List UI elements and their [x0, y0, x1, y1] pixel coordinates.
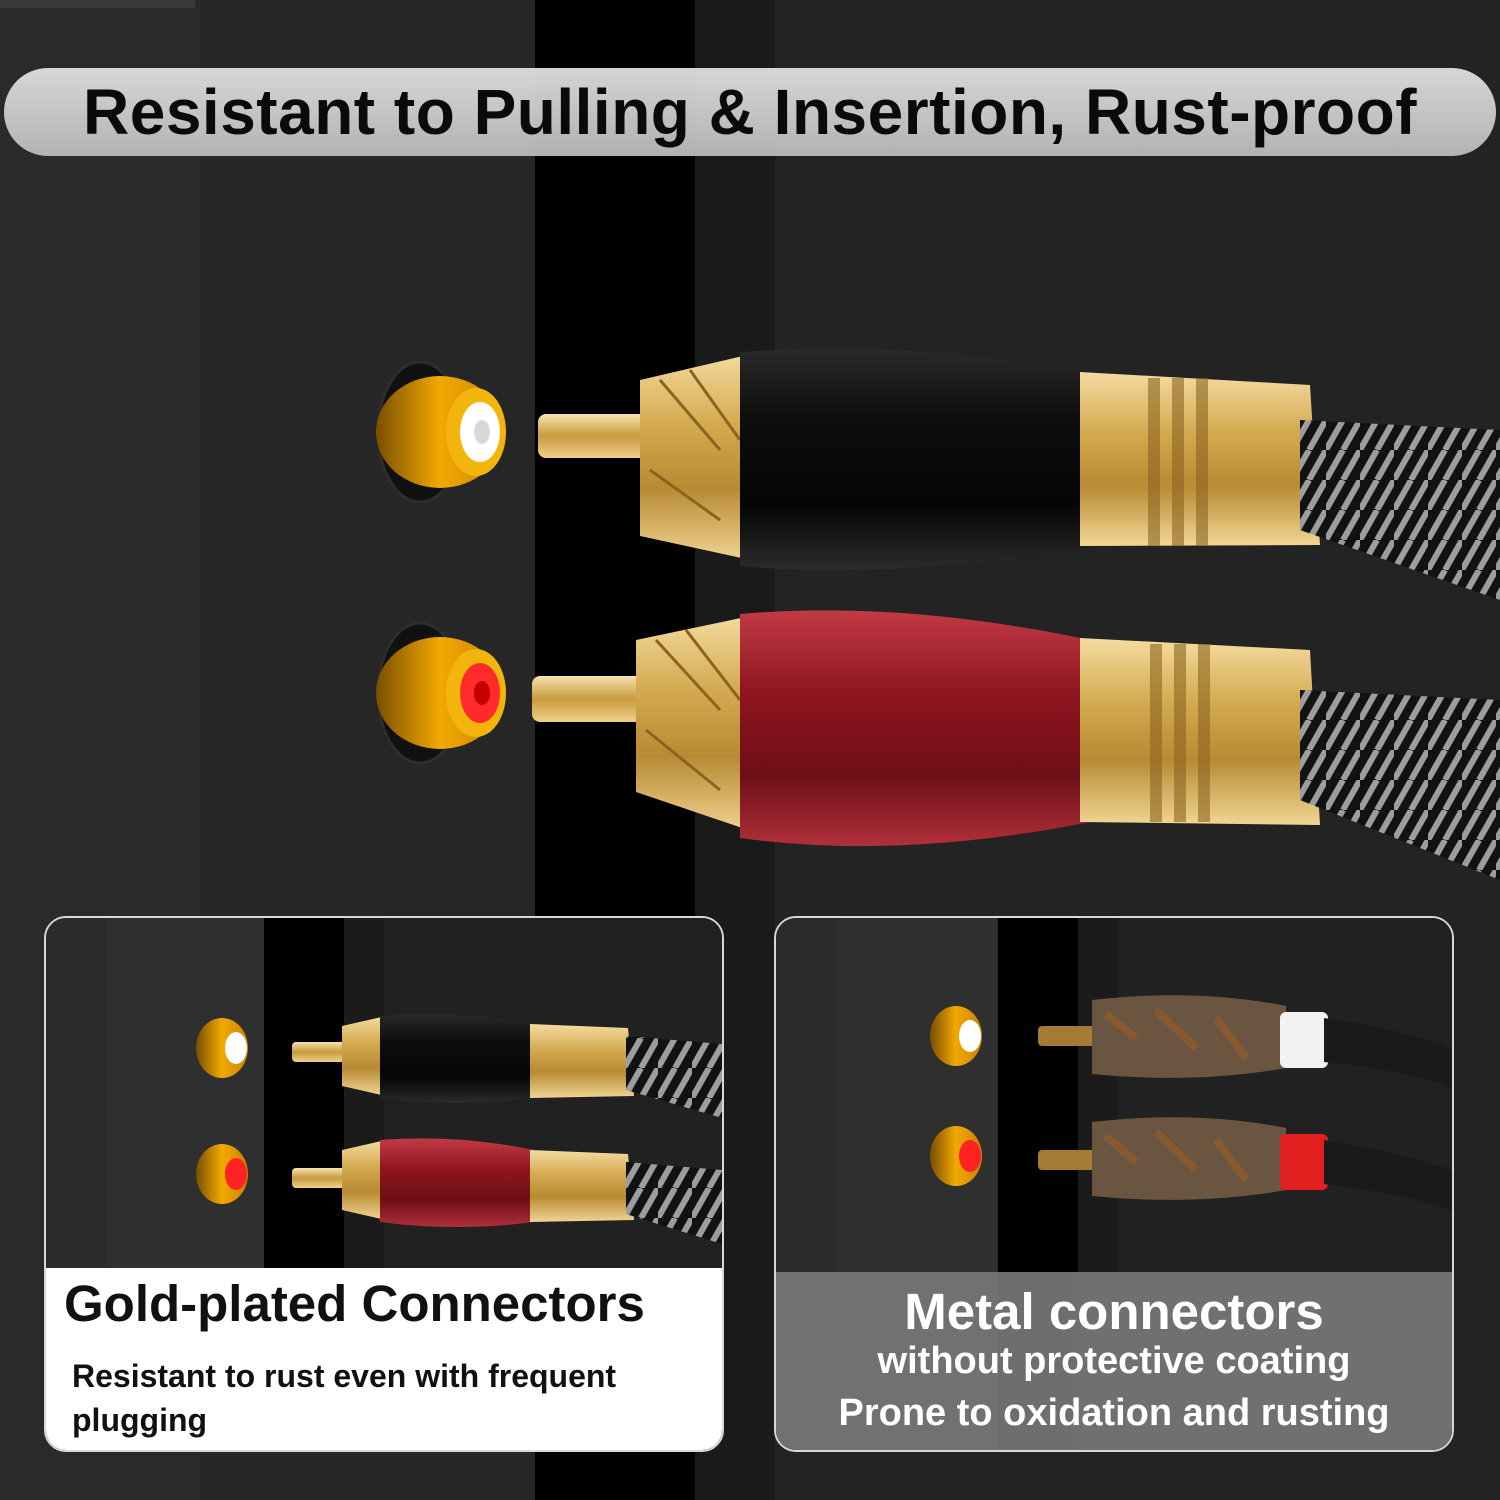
rusty-connectors-line2: Prone to oxidation and rusting: [838, 1392, 1390, 1434]
headline-banner: Resistant to Pulling & Insertion, Rust-p…: [0, 68, 1500, 156]
gold-connectors-caption: Gold-plated Connectors Resistant to rust…: [46, 1268, 722, 1450]
rusty-connectors-title: Metal connectors: [904, 1283, 1324, 1340]
headline-text: Resistant to Pulling & Insertion, Rust-p…: [83, 76, 1417, 148]
gold-connectors-panel: Gold-plated Connectors Resistant to rust…: [44, 916, 724, 1452]
gold-connectors-subtitle: Resistant to rust even with frequent plu…: [72, 1358, 617, 1438]
rusty-connectors-caption: Metal connectors without protective coat…: [776, 1272, 1452, 1450]
rusty-connectors-panel: Metal connectors without protective coat…: [774, 916, 1454, 1452]
rusty-connectors-line1: without protective coating: [877, 1340, 1351, 1382]
black-rca-plug: [538, 348, 1500, 600]
headline-background: [4, 68, 1496, 156]
red-rca-plug: [532, 610, 1500, 880]
gold-connectors-title: Gold-plated Connectors: [64, 1275, 645, 1332]
